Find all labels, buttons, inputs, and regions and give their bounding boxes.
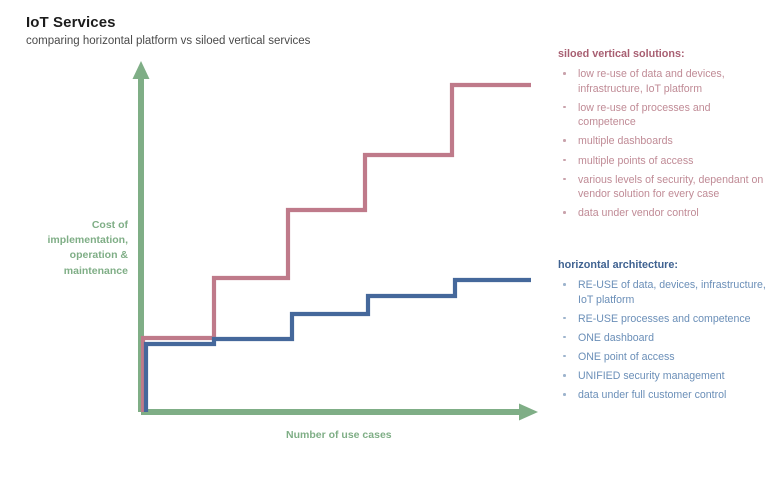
y-axis-label-line-1: Cost of: [91, 219, 128, 231]
list-item-label: low re-use of data and devices, infrastr…: [578, 68, 725, 95]
list-item-label: RE-USE of data, devices, infrastructure,…: [578, 279, 766, 306]
list-item-label: ONE point of access: [578, 350, 675, 363]
y-axis-label-line-3: operation &: [69, 249, 128, 262]
legend-list-siloed: low re-use of data and devices, infrastr…: [558, 67, 768, 221]
list-item: multiple points of access: [558, 154, 768, 169]
list-item-label: multiple points of access: [578, 154, 694, 167]
series-line-horizontal: [143, 277, 531, 412]
list-item: RE-USE of data, devices, infrastructure,…: [558, 278, 768, 307]
chart-canvas: [132, 61, 538, 421]
list-item-label: multiple dashboards: [578, 135, 673, 148]
page-header: IoT Services comparing horizontal platfo…: [26, 14, 546, 49]
page-title: IoT Services: [26, 14, 116, 31]
list-item: low re-use of data and devices, infrastr…: [558, 67, 768, 96]
bullet-icon: [563, 158, 566, 162]
bullet-icon: [563, 139, 566, 142]
legend-horizontal-architecture: horizontal architecture: RE-USE of data,…: [558, 258, 768, 407]
list-item-label: data under full customer control: [578, 389, 727, 402]
bullet-icon: [563, 211, 566, 214]
bullet-icon: [563, 316, 566, 320]
bullet-icon: [563, 335, 566, 339]
list-item-label: UNIFIED security management: [578, 370, 725, 383]
list-item: data under vendor control: [558, 206, 768, 221]
list-item: ONE dashboard: [558, 331, 768, 346]
bullet-icon: [563, 72, 566, 75]
series-line-siloed: [140, 82, 531, 412]
bullet-icon: [563, 374, 566, 377]
list-item: low re-use of processes and competence: [558, 101, 768, 130]
list-item: various levels of security, dependant on…: [558, 173, 768, 202]
bullet-icon: [563, 354, 566, 358]
x-axis: [141, 403, 538, 421]
page-subtitle: comparing horizontal platform vs siloed …: [26, 35, 311, 48]
list-item-label: various levels of security, dependant on…: [578, 173, 764, 201]
arrow-right-icon: [519, 403, 538, 421]
list-item: multiple dashboards: [558, 134, 768, 149]
step-chart: Cost of implementation, operation & main…: [14, 61, 538, 441]
bullet-icon: [563, 177, 566, 181]
list-item-label: low re-use of processes and competence: [578, 101, 711, 129]
list-item: UNIFIED security management: [558, 369, 768, 384]
bullet-icon: [563, 105, 566, 109]
legend-list-horizontal: RE-USE of data, devices, infrastructure,…: [558, 278, 768, 403]
bullet-icon: [563, 393, 566, 396]
legend-heading-horizontal: horizontal architecture:: [558, 259, 678, 271]
bullet-icon: [563, 283, 566, 286]
list-item-label: data under vendor control: [578, 207, 699, 220]
legend-siloed-vertical-solutions: siloed vertical solutions: low re-use of…: [558, 47, 768, 226]
y-axis-label: Cost of implementation, operation & main…: [14, 218, 128, 279]
y-axis-label-line-4: maintenance: [63, 264, 128, 277]
list-item: ONE point of access: [558, 350, 768, 365]
y-axis-label-line-2: implementation,: [47, 234, 128, 247]
list-item-label: ONE dashboard: [578, 331, 654, 344]
legend-heading-siloed: siloed vertical solutions:: [558, 48, 685, 60]
x-axis-label: Number of use cases: [286, 429, 392, 441]
list-item-label: RE-USE processes and competence: [578, 312, 751, 325]
list-item: data under full customer control: [558, 388, 768, 403]
list-item: RE-USE processes and competence: [558, 312, 768, 327]
arrow-up-icon: [132, 61, 150, 79]
